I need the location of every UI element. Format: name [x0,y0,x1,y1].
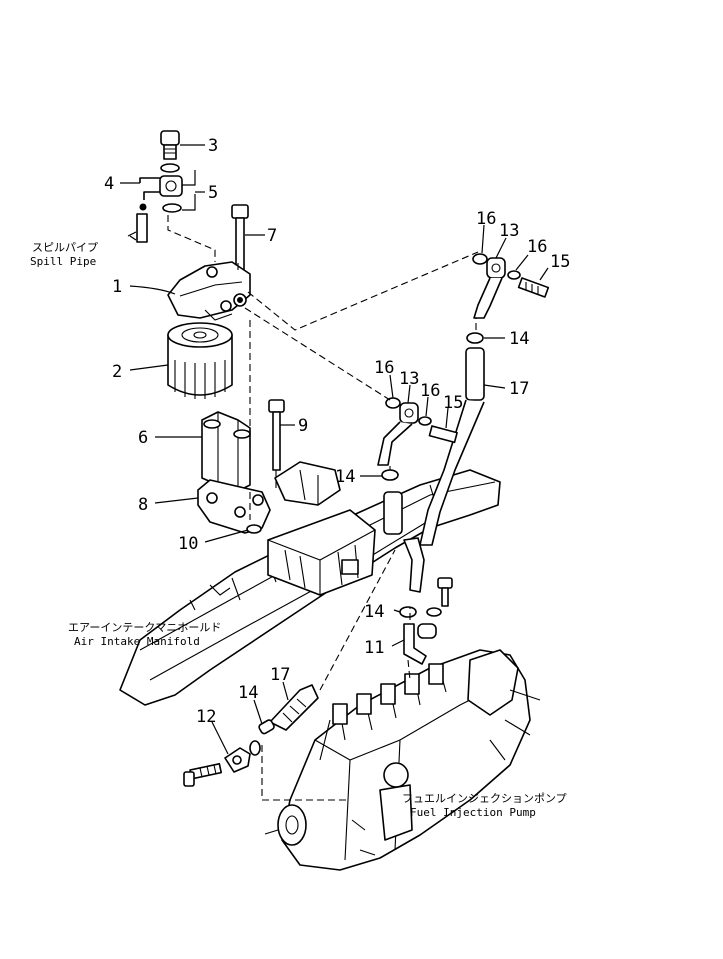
callout-7: 7 [267,226,277,246]
spill-pipe-label-en: Spill Pipe [30,255,96,268]
callout-14-lower: 14 [364,602,384,622]
part-9-bolt [268,399,285,471]
lower-fuel-hose-assembly [183,684,319,787]
lower-connector-assembly [399,577,453,665]
callout-14-left: 14 [238,683,258,703]
part-number-labels: 1 2 3 4 5 6 7 8 9 10 11 12 13 13 14 14 1… [104,136,570,727]
part-7-bolt [231,204,249,271]
callout-leaders [120,144,549,755]
callout-15-upper: 15 [550,252,570,272]
air-intake-label-jp: エアーインテークマニホールド [68,621,221,634]
callout-9: 9 [298,416,308,436]
part-6-bracket [201,411,251,493]
callout-1: 1 [112,277,122,297]
callout-4: 4 [104,174,114,194]
callout-11: 11 [364,638,384,658]
callout-13-upper: 13 [499,221,519,241]
callout-3: 3 [208,136,218,156]
callout-12: 12 [196,707,216,727]
part-1-filter-head [167,261,251,321]
callout-14-middle: 14 [335,467,355,487]
part-10-washer [246,524,262,534]
callout-10: 10 [178,534,198,554]
callout-16-upper-b: 16 [527,237,547,257]
callout-16-middle-a: 16 [374,358,394,378]
part-4-spill-union [139,175,183,211]
fuel-pump-label-en: Fuel Injection Pump [410,806,536,819]
component-labels: スピルパイプ Spill Pipe エアーインテークマニホールド Air Int… [30,241,567,819]
air-intake-label-en: Air Intake Manifold [74,635,200,648]
callout-2: 2 [112,362,122,382]
air-intake-manifold [119,461,501,706]
callout-17-upper: 17 [509,379,529,399]
part-2-fuel-filter [167,322,233,399]
callout-17-lower: 17 [270,665,290,685]
callout-8: 8 [138,495,148,515]
spill-pipe-label-jp: スピルパイプ [32,241,98,254]
callout-13-middle: 13 [399,369,419,389]
connection-lines [167,215,479,801]
spill-pipe [127,213,148,243]
part-3-banjo-bolt [160,130,180,160]
fuel-pump-label-jp: フュエルインジェクションポンプ [402,792,567,805]
callout-16-upper-a: 16 [476,209,496,229]
callout-5: 5 [208,183,218,203]
fuel-injection-pump [264,649,541,871]
callout-15-middle: 15 [443,393,463,413]
callout-16-middle-b: 16 [420,381,440,401]
callout-14-upper: 14 [509,329,529,349]
middle-fuel-line-assembly [377,397,458,593]
part-8-mounting-bracket [197,479,271,534]
part-5-washers [160,163,182,213]
callout-6: 6 [138,428,148,448]
